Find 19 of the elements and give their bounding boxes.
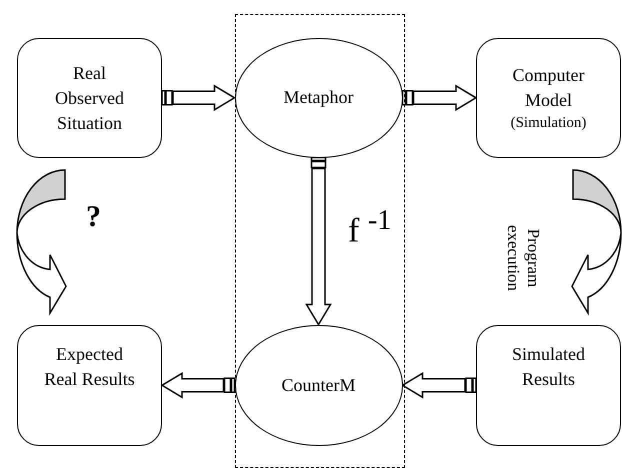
node-label: Simulated Results [511,343,586,391]
node-label: Expected Real Results [43,343,136,391]
curved-arrow [571,169,622,314]
node-label: (Simulation) [510,114,586,133]
curved-arrow [16,169,67,314]
rounded-box [476,38,621,158]
block-arrow [161,84,236,112]
rounded-box [17,325,162,446]
block-arrow [401,372,477,399]
node-label: CounterM [282,374,356,396]
block-arrow [160,372,236,399]
node-label: Computer Model [512,64,586,112]
rounded-box [17,38,162,158]
rounded-box [476,325,621,446]
node-label: Real Observed Situation [54,62,125,134]
block-arrow [305,156,332,326]
dashed-frame [235,14,405,468]
block-arrow [402,84,478,112]
node-label: Metaphor [284,86,354,109]
